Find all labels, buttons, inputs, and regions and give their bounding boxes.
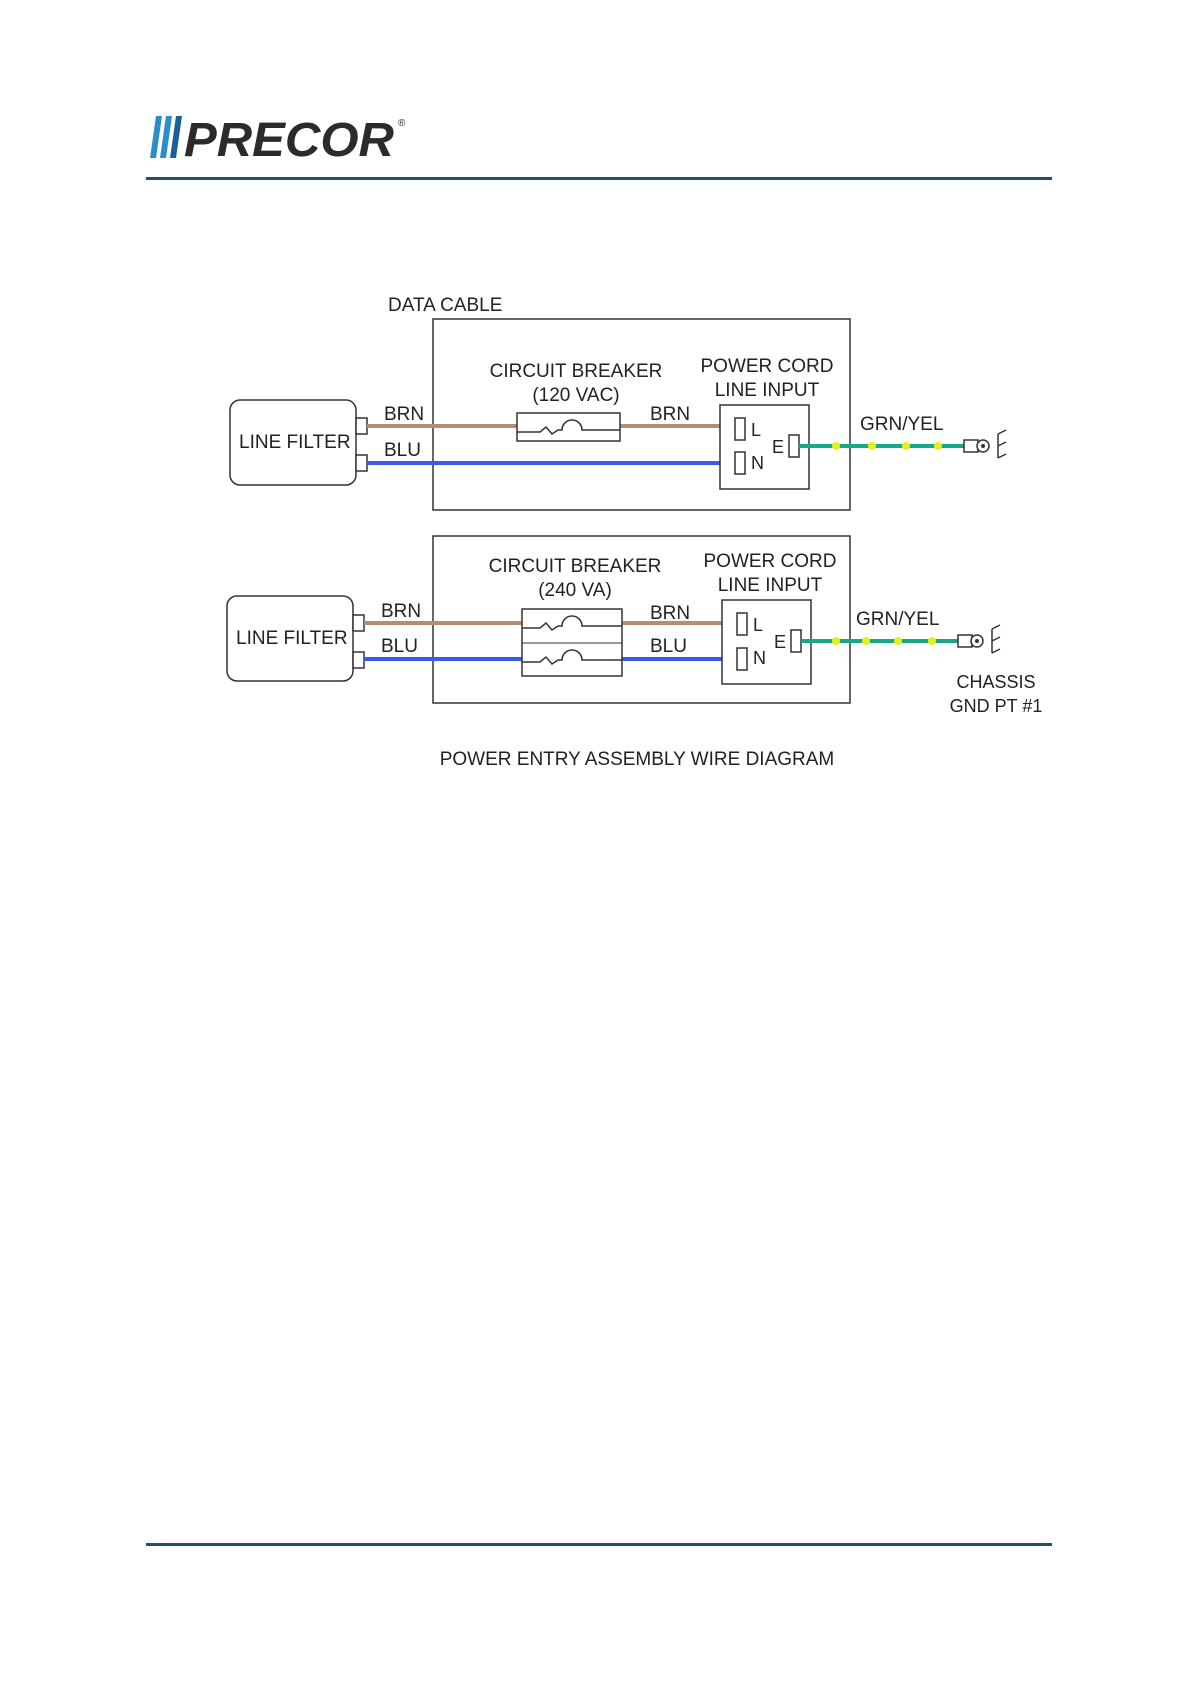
upper-terminal-e-label: E (772, 437, 784, 457)
diagram-caption: POWER ENTRY ASSEMBLY WIRE DIAGRAM (440, 749, 835, 770)
upper-terminal-l-label: L (751, 420, 761, 440)
lower-blu-left-label: BLU (381, 636, 418, 657)
upper-brn-right-label: BRN (650, 404, 690, 425)
upper-chassis-ground-icon (998, 430, 1006, 458)
upper-breaker-rating: (120 VAC) (532, 385, 619, 406)
lower-terminal-n-label: N (753, 648, 766, 668)
upper-filter-terminal-n (356, 455, 367, 471)
lower-terminal-e-label: E (774, 632, 786, 652)
lower-breaker-title: CIRCUIT BREAKER (489, 556, 662, 577)
upper-power-cord-sub: LINE INPUT (715, 380, 820, 401)
upper-line-filter-label: LINE FILTER (239, 432, 351, 453)
lower-grn-yel-label: GRN/YEL (856, 609, 939, 630)
lower-brn-right-label: BRN (650, 603, 690, 624)
wire-diagram: DATA CABLE LINE FILTER BRN BLU BRN CIRCU… (0, 0, 1191, 800)
lower-terminal-l-label: L (753, 615, 763, 635)
upper-grn-yel-label: GRN/YEL (860, 414, 943, 435)
upper-brn-left-label: BRN (384, 404, 424, 425)
lower-inlet-terminal-e (791, 630, 801, 652)
lower-assembly: LINE FILTER BRN BLU BRN BLU CIRCUIT BREA… (227, 536, 1042, 716)
lower-filter-terminal-l (353, 615, 364, 631)
data-cable-label: DATA CABLE (388, 295, 502, 316)
upper-blu-left-label: BLU (384, 440, 421, 461)
upper-terminal-n-label: N (751, 453, 764, 473)
upper-breaker-title: CIRCUIT BREAKER (490, 361, 663, 382)
upper-inlet-terminal-e (789, 435, 799, 457)
lower-blu-right-label: BLU (650, 636, 687, 657)
upper-power-cord-title: POWER CORD (701, 356, 834, 377)
upper-ground-lug (964, 440, 978, 452)
chassis-label-line2: GND PT #1 (950, 696, 1043, 716)
lower-inlet-terminal-l (737, 613, 747, 635)
lower-line-filter-label: LINE FILTER (236, 628, 348, 649)
chassis-label-line1: CHASSIS (956, 672, 1035, 692)
upper-assembly: LINE FILTER BRN BLU BRN CIRCUIT BREAKER … (230, 319, 1006, 510)
lower-filter-terminal-n (353, 652, 364, 668)
lower-power-cord-title: POWER CORD (704, 551, 837, 572)
upper-circuit-breaker (517, 413, 620, 441)
lower-brn-left-label: BRN (381, 601, 421, 622)
lower-ground-lug (958, 635, 972, 647)
upper-inlet-terminal-l (735, 418, 745, 440)
upper-filter-terminal-l (356, 418, 367, 434)
lower-power-cord-sub: LINE INPUT (718, 575, 823, 596)
upper-inlet-terminal-n (735, 452, 745, 474)
lower-chassis-ground-icon (992, 625, 1000, 653)
lower-breaker-rating: (240 VA) (538, 580, 612, 601)
lower-inlet-terminal-n (737, 648, 747, 670)
footer-rule (146, 1543, 1052, 1546)
